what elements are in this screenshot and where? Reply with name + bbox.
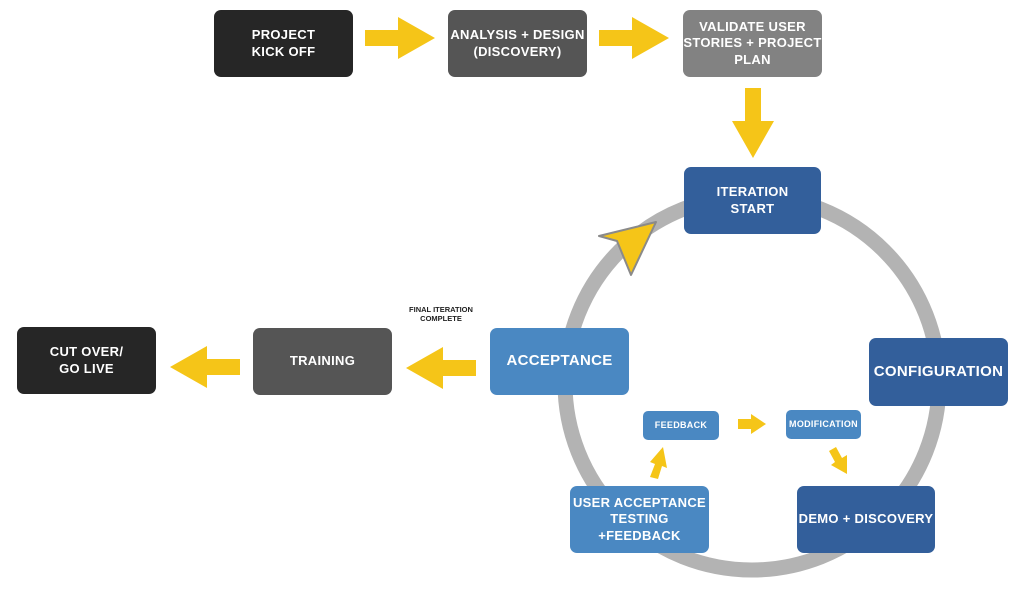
arrow-kickoff-to-analysis — [365, 17, 435, 59]
analysis-design-box: ANALYSIS + DESIGN (DISCOVERY) — [448, 10, 587, 77]
arrow-validate-to-iteration — [732, 88, 774, 158]
arrow-analysis-to-validate — [599, 17, 669, 59]
arrow-acceptance-to-training — [406, 347, 476, 389]
user-acceptance-testing-box: USER ACCEPTANCE TESTING +FEEDBACK — [570, 486, 709, 553]
cycle-arrowhead — [598, 221, 657, 276]
cut-over-go-live-box: CUT OVER/ GO LIVE — [17, 327, 156, 394]
validate-stories-box: VALIDATE USER STORIES + PROJECT PLAN — [683, 10, 822, 77]
feedback-box: FEEDBACK — [643, 411, 719, 440]
arrow-training-to-cutover — [170, 346, 240, 388]
configuration-box: CONFIGURATION — [869, 338, 1008, 406]
arrow-uat-to-feedback — [650, 447, 667, 479]
demo-discovery-box: DEMO + DISCOVERY — [797, 486, 935, 553]
iteration-start-box: ITERATION START — [684, 167, 821, 234]
project-kick-off-box: PROJECT KICK OFF — [214, 10, 353, 77]
modification-box: MODIFICATION — [786, 410, 861, 439]
arrow-modification-to-demo — [829, 447, 847, 474]
arrow-feedback-to-modification — [738, 414, 766, 434]
training-box: TRAINING — [253, 328, 392, 395]
acceptance-box: ACCEPTANCE — [490, 328, 629, 395]
final-iteration-complete-label: FINAL ITERATION COMPLETE — [409, 305, 473, 323]
